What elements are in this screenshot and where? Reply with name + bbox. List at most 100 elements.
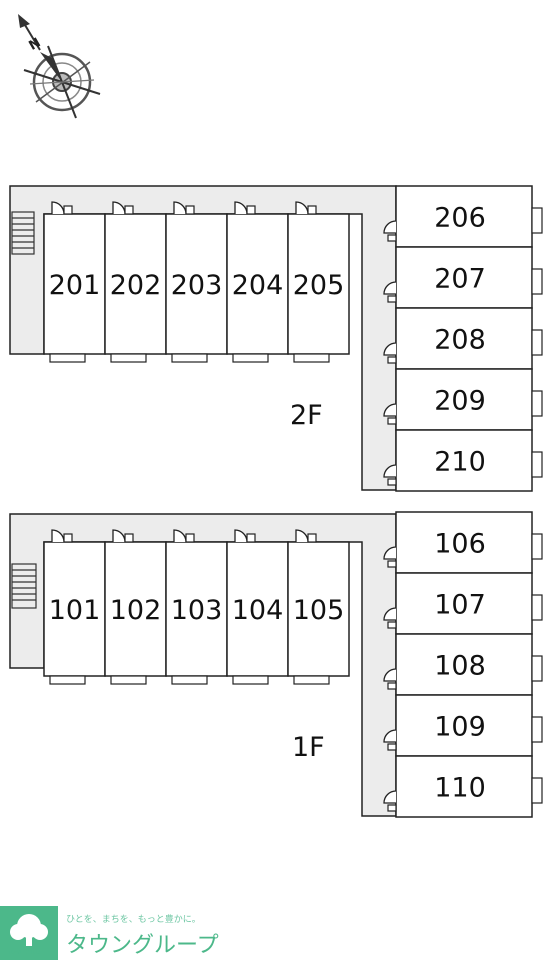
room-202: 202 (104, 201, 167, 363)
room-number: 101 (49, 595, 101, 626)
room-number: 207 (434, 264, 486, 295)
balcony (171, 353, 208, 363)
staircase-2f (11, 211, 35, 255)
door-icon (51, 529, 73, 543)
room-number: 210 (434, 447, 486, 478)
room-outline (395, 572, 533, 635)
room-outline (395, 633, 533, 696)
door-icon (234, 529, 256, 543)
balcony (531, 207, 543, 234)
room-103: 103 (165, 529, 228, 685)
floor-label-2f: 2F (290, 400, 323, 431)
tree-logo-icon: TOWN GROUP (0, 906, 58, 960)
balcony (531, 777, 543, 804)
room-outline (395, 755, 533, 818)
room-number: 106 (434, 529, 486, 560)
door-icon (383, 607, 397, 629)
room-outline (395, 307, 533, 370)
door-icon (173, 201, 195, 215)
room-number: 209 (434, 386, 486, 417)
door-icon (112, 201, 134, 215)
door-icon (383, 546, 397, 568)
door-icon (234, 201, 256, 215)
balcony (531, 268, 543, 295)
room-column-1f: 106 107 108 109 110 (383, 511, 543, 818)
staircase-1f (11, 563, 37, 609)
balcony (110, 675, 147, 685)
balcony (232, 353, 269, 363)
compass-north-label: N (27, 35, 44, 53)
balcony (293, 675, 330, 685)
room-outline (43, 213, 106, 355)
room-number: 204 (232, 270, 284, 301)
room-outline (395, 511, 533, 574)
door-icon (383, 403, 397, 425)
balcony (293, 353, 330, 363)
room-number: 105 (293, 595, 345, 626)
door-icon (383, 342, 397, 364)
room-outline (395, 694, 533, 757)
room-outline (395, 368, 533, 431)
room-number: 110 (434, 773, 486, 804)
room-outline (165, 213, 228, 355)
balcony (232, 675, 269, 685)
room-outline (226, 541, 289, 677)
room-outline (287, 541, 350, 677)
balcony (531, 594, 543, 621)
door-icon (173, 529, 195, 543)
room-110: 110 (383, 755, 543, 818)
logo-tagline: ひとを、まちを、もっと豊かに。 (66, 913, 201, 925)
room-210: 210 (383, 429, 543, 492)
room-number: 108 (434, 651, 486, 682)
logo-name: タウングループ (66, 933, 219, 958)
balcony (171, 675, 208, 685)
room-outline (395, 429, 533, 492)
room-outline (287, 213, 350, 355)
room-205: 205 (287, 201, 350, 363)
room-107: 107 (383, 572, 543, 635)
room-102: 102 (104, 529, 167, 685)
room-number: 202 (110, 270, 162, 301)
logo-small-text: TOWN GROUP (7, 950, 43, 956)
room-109: 109 (383, 694, 543, 757)
room-number: 103 (171, 595, 223, 626)
room-number: 102 (110, 595, 162, 626)
door-icon (383, 668, 397, 690)
room-209: 209 (383, 368, 543, 431)
room-108: 108 (383, 633, 543, 696)
room-201: 201 (43, 201, 106, 363)
room-104: 104 (226, 529, 289, 685)
door-icon (383, 464, 397, 486)
balcony (531, 533, 543, 560)
balcony (531, 655, 543, 682)
room-outline (104, 213, 167, 355)
compass-rose-icon (18, 14, 101, 119)
room-number: 201 (49, 270, 101, 301)
door-icon (295, 529, 317, 543)
floor-label-1f: 1F (292, 732, 325, 763)
door-icon (112, 529, 134, 543)
door-icon (51, 201, 73, 215)
room-101: 101 (43, 529, 106, 685)
balcony (110, 353, 147, 363)
balcony (49, 675, 86, 685)
room-number: 107 (434, 590, 486, 621)
room-number: 206 (434, 203, 486, 234)
company-logo: TOWN GROUP ひとを、まちを、もっと豊かに。 タウングループ (0, 906, 219, 960)
room-105: 105 (287, 529, 350, 685)
balcony (49, 353, 86, 363)
door-icon (383, 281, 397, 303)
room-number: 205 (293, 270, 345, 301)
room-number: 109 (434, 712, 486, 743)
room-106: 106 (383, 511, 543, 574)
room-203: 203 (165, 201, 228, 363)
door-icon (295, 201, 317, 215)
balcony (531, 390, 543, 417)
compass: N (18, 14, 101, 119)
